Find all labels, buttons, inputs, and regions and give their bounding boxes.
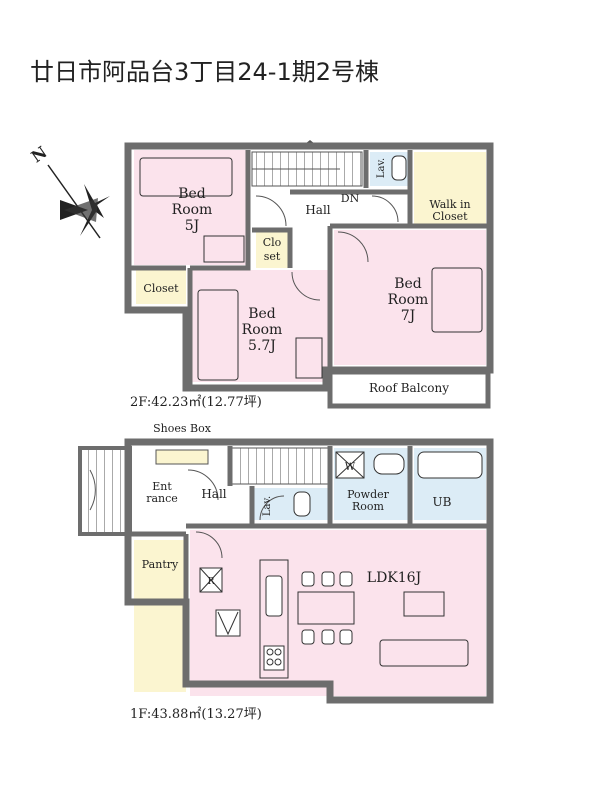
bed-5j-line3: 5J xyxy=(185,218,200,234)
compass: N xyxy=(28,142,110,239)
sofa xyxy=(379,639,469,667)
bed-5j-furniture xyxy=(139,157,233,197)
door-swing-icon xyxy=(259,495,285,521)
ldk-label: LDK16J xyxy=(367,570,421,586)
floor-1-area: 1F:43.88㎡(13.27坪) xyxy=(130,707,262,722)
door-swing-icon xyxy=(371,195,399,223)
powder-room-line2: Room xyxy=(352,500,385,513)
floor-2-area: 2F:42.23㎡(12.77坪) xyxy=(130,395,262,410)
walk-in-line1: Walk in xyxy=(429,198,470,211)
desk-57j xyxy=(295,337,323,379)
bed-5j-line2: Room xyxy=(172,202,213,218)
ub-label: UB xyxy=(433,495,452,509)
fridge-label: R xyxy=(208,577,215,587)
walk-in-line2: Closet xyxy=(432,210,468,223)
powder-room-line1: Powder xyxy=(347,488,390,501)
bed-57j-furniture xyxy=(197,289,239,381)
low-table xyxy=(403,591,445,617)
bed-57j-line3: 5.7J xyxy=(248,338,276,354)
hall-2f-label: Hall xyxy=(305,203,330,217)
small-closet-area xyxy=(256,232,288,268)
burner-icon xyxy=(274,648,282,656)
burner-icon xyxy=(274,658,282,666)
entrance-line1: Ent xyxy=(152,480,172,493)
bathtub-icon xyxy=(417,451,483,479)
walk-in-closet-area xyxy=(414,152,486,226)
small-closet-line2: set xyxy=(264,250,281,263)
roof-balcony-label: Roof Balcony xyxy=(369,381,449,395)
door-swing-icon xyxy=(187,469,219,501)
fridge-cross xyxy=(199,567,223,593)
door-swing-icon xyxy=(195,531,223,559)
kitchen-sink-icon xyxy=(265,575,283,617)
bed-7j-line2: Room xyxy=(388,292,429,308)
compass-point-icon xyxy=(64,198,98,222)
bed-57j-line2: Room xyxy=(242,322,283,338)
dining-table xyxy=(297,591,355,625)
lav-2f-label: Lav. xyxy=(376,158,387,178)
floor-2-outer-wall xyxy=(124,142,494,392)
cupboard-icon xyxy=(215,609,241,637)
entrance-line2: rance xyxy=(146,492,178,505)
burner-icon xyxy=(266,658,274,666)
compass-north-label: N xyxy=(28,142,51,166)
bed-7j-line1: Bed xyxy=(394,276,422,292)
closet-area xyxy=(136,270,186,304)
cupboard-mark xyxy=(217,611,239,636)
pantry-label: Pantry xyxy=(142,558,179,571)
door-swing-icon xyxy=(255,195,287,227)
floor-2: Bed Room 5J Closet Clo set Bed Room 5.7J… xyxy=(124,140,494,410)
door-swing-icon xyxy=(89,469,96,511)
door-swing-icon xyxy=(337,231,369,263)
roof-balcony-area xyxy=(327,369,491,409)
floor-1-interior-walls xyxy=(128,446,488,684)
bed-5j-line1: Bed xyxy=(178,186,206,202)
chair-icon xyxy=(301,571,315,587)
dn-label: DN xyxy=(341,192,360,205)
chair-icon xyxy=(339,629,353,645)
toilet-1f-icon xyxy=(293,491,311,517)
porch-steps xyxy=(78,446,132,536)
compass-star-icon xyxy=(70,184,110,236)
chair-icon xyxy=(339,571,353,587)
chair-icon xyxy=(321,571,335,587)
bed-57j-line1: Bed xyxy=(248,306,276,322)
bed-7j-furniture xyxy=(431,267,483,333)
floor-2-interior-walls xyxy=(128,150,488,386)
lav-1f-label: Lav. xyxy=(262,496,273,516)
floor-1-outer-wall xyxy=(124,438,494,704)
stove-icon xyxy=(263,645,285,671)
shoes-box-label: Shoes Box xyxy=(153,422,212,435)
closet-label: Closet xyxy=(143,282,179,295)
sink-icon xyxy=(373,453,405,475)
shoes-box xyxy=(155,449,209,465)
burner-icon xyxy=(266,648,274,656)
floor-1: Shoes Box Ent rance Hall Lav. Powder Roo… xyxy=(78,422,494,722)
door-swing-icon xyxy=(291,271,321,301)
desk-5j xyxy=(203,235,245,263)
page-title: 廿日市阿品台3丁目24-1期2号棟 xyxy=(30,58,380,86)
pantry-area xyxy=(134,540,186,692)
hall-1f-label: Hall xyxy=(201,487,226,501)
chair-icon xyxy=(301,629,315,645)
compass-needle xyxy=(47,164,101,239)
chair-icon xyxy=(321,629,335,645)
bed-7j-line3: 7J xyxy=(401,308,416,324)
stairs-1f xyxy=(231,447,331,485)
toilet-2f-icon xyxy=(391,155,407,181)
washer-label: W xyxy=(345,462,356,473)
washer-cross xyxy=(335,451,365,479)
small-closet-line1: Clo xyxy=(263,236,282,249)
